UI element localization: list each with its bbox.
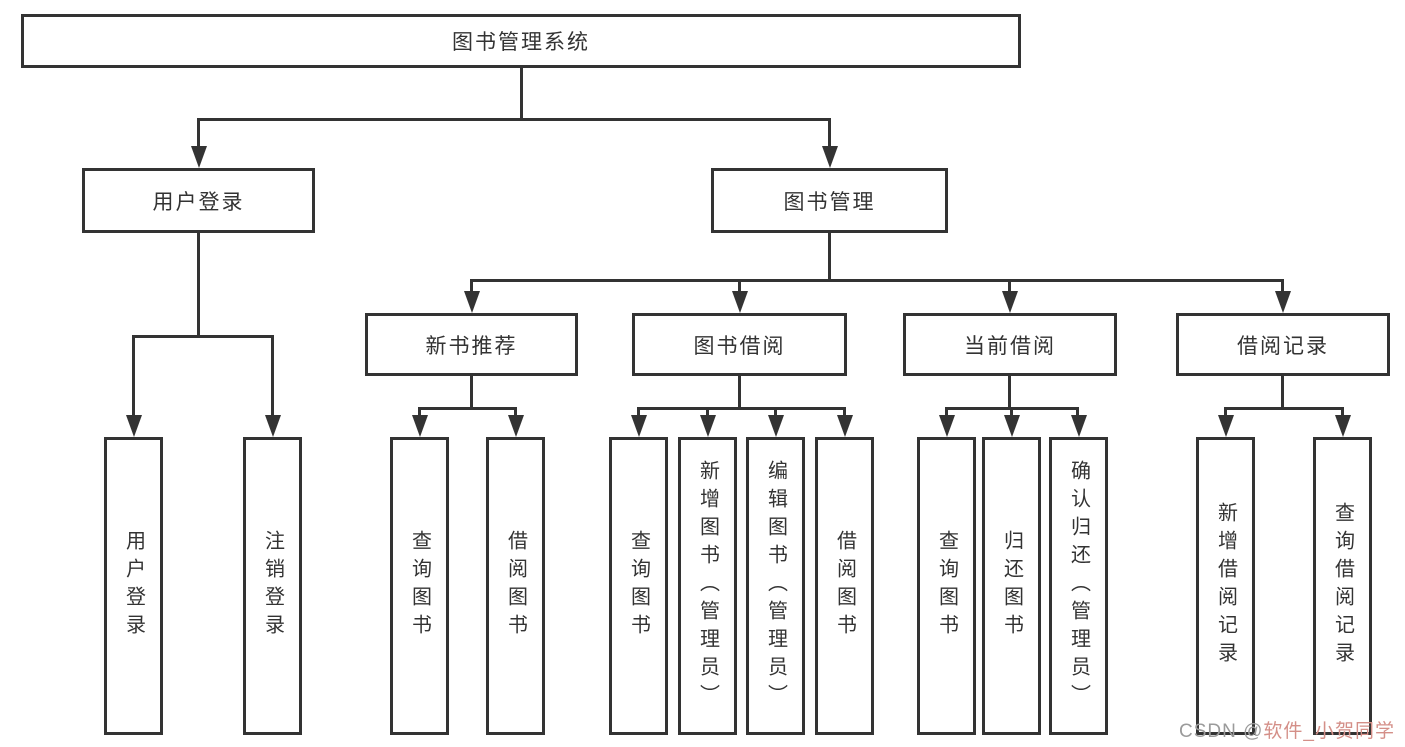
node-borrowing-records: 借阅记录 [1176, 313, 1390, 376]
connector-segment [132, 335, 135, 417]
connector-segment [738, 279, 741, 293]
connector-segment [738, 376, 741, 410]
connector-segment [1281, 279, 1284, 293]
node-label: 图书管理 [783, 190, 876, 214]
node-label: 查询图书 [935, 530, 958, 642]
connector-segment [197, 118, 831, 121]
connector-segment [637, 407, 640, 417]
connector-segment [945, 407, 948, 417]
arrow-down-icon [1334, 415, 1351, 437]
watermark-prefix: CSDN @ [1179, 721, 1264, 742]
arrow-down-icon [767, 415, 784, 437]
connector-segment [470, 376, 473, 410]
connector-segment [1010, 407, 1013, 417]
leaf-borrow-book-recommend: 借阅图书 [486, 437, 545, 735]
connector-segment [706, 407, 709, 417]
node-label: 查询借阅记录 [1331, 502, 1354, 670]
connector-segment [828, 118, 831, 150]
leaf-query-borrow-record: 查询借阅记录 [1313, 437, 1372, 735]
leaf-edit-book-admin: 编辑图书（管理员） [746, 437, 805, 735]
node-label: 归还图书 [1000, 530, 1023, 642]
leaf-query-book-borrowing: 查询图书 [609, 437, 668, 735]
node-label: 查询图书 [408, 530, 431, 642]
connector-segment [520, 68, 523, 120]
node-label: 借阅记录 [1237, 334, 1329, 358]
arrow-down-icon [1070, 415, 1087, 437]
arrow-down-icon [630, 415, 647, 437]
arrow-down-icon [821, 146, 838, 168]
arrow-down-icon [731, 291, 748, 313]
node-label: 用户登录 [152, 190, 245, 214]
connector-segment [1008, 279, 1011, 293]
connector-segment [271, 335, 274, 417]
connector-segment [774, 407, 777, 417]
connector-segment [197, 118, 200, 150]
connector-segment [1224, 407, 1227, 417]
leaf-query-book-recommend: 查询图书 [390, 437, 449, 735]
leaf-add-book-admin: 新增图书（管理员） [678, 437, 737, 735]
node-label: 用户登录 [122, 530, 145, 642]
connector-segment [1281, 376, 1284, 410]
node-label: 确认归还（管理员） [1067, 460, 1090, 712]
connector-segment [637, 407, 846, 410]
connector-segment [514, 407, 517, 417]
arrow-down-icon [190, 146, 207, 168]
leaf-user-login: 用户登录 [104, 437, 163, 735]
node-label: 编辑图书（管理员） [764, 460, 787, 712]
node-label: 图书借阅 [693, 334, 786, 358]
connector-segment [132, 335, 274, 338]
arrow-down-icon [125, 415, 142, 437]
connector-segment [1008, 376, 1011, 410]
node-label: 借阅图书 [833, 530, 856, 642]
node-user-login: 用户登录 [82, 168, 315, 233]
leaf-confirm-return-admin: 确认归还（管理员） [1049, 437, 1108, 735]
node-new-book-recommend: 新书推荐 [365, 313, 578, 376]
arrow-down-icon [1217, 415, 1234, 437]
node-label: 新增图书（管理员） [696, 460, 719, 712]
connector-segment [1341, 407, 1344, 417]
node-label: 当前借阅 [964, 334, 1056, 358]
leaf-borrow-book: 借阅图书 [815, 437, 874, 735]
leaf-add-borrow-record: 新增借阅记录 [1196, 437, 1255, 735]
node-label: 借阅图书 [504, 530, 527, 642]
connector-segment [1224, 407, 1343, 410]
arrow-down-icon [1001, 291, 1018, 313]
connector-segment [418, 407, 517, 410]
arrow-down-icon [411, 415, 428, 437]
connector-segment [828, 233, 831, 282]
connector-segment [843, 407, 846, 417]
node-book-borrowing: 图书借阅 [632, 313, 847, 376]
node-label: 查询图书 [627, 530, 650, 642]
leaf-query-book-current: 查询图书 [917, 437, 976, 735]
arrow-down-icon [836, 415, 853, 437]
arrow-down-icon [699, 415, 716, 437]
leaf-logout: 注销登录 [243, 437, 302, 735]
connector-segment [470, 279, 1284, 282]
arrow-down-icon [463, 291, 480, 313]
connector-segment [418, 407, 421, 417]
node-label: 注销登录 [261, 530, 284, 642]
watermark-author: 软件_小贺同学 [1263, 721, 1395, 742]
arrow-down-icon [1003, 415, 1020, 437]
connector-segment [197, 233, 200, 338]
node-current-borrowing: 当前借阅 [903, 313, 1117, 376]
node-root-system: 图书管理系统 [21, 14, 1021, 68]
node-label: 新书推荐 [425, 334, 518, 358]
arrow-down-icon [507, 415, 524, 437]
leaf-return-book: 归还图书 [982, 437, 1041, 735]
connector-segment [1076, 407, 1079, 417]
node-label: 图书管理系统 [452, 31, 590, 54]
connector-segment [470, 279, 473, 293]
node-label: 新增借阅记录 [1214, 502, 1237, 670]
arrow-down-icon [264, 415, 281, 437]
arrow-down-icon [1274, 291, 1291, 313]
arrow-down-icon [938, 415, 955, 437]
node-book-management: 图书管理 [711, 168, 948, 233]
watermark: CSDN @软件_小贺同学 [1179, 716, 1395, 743]
